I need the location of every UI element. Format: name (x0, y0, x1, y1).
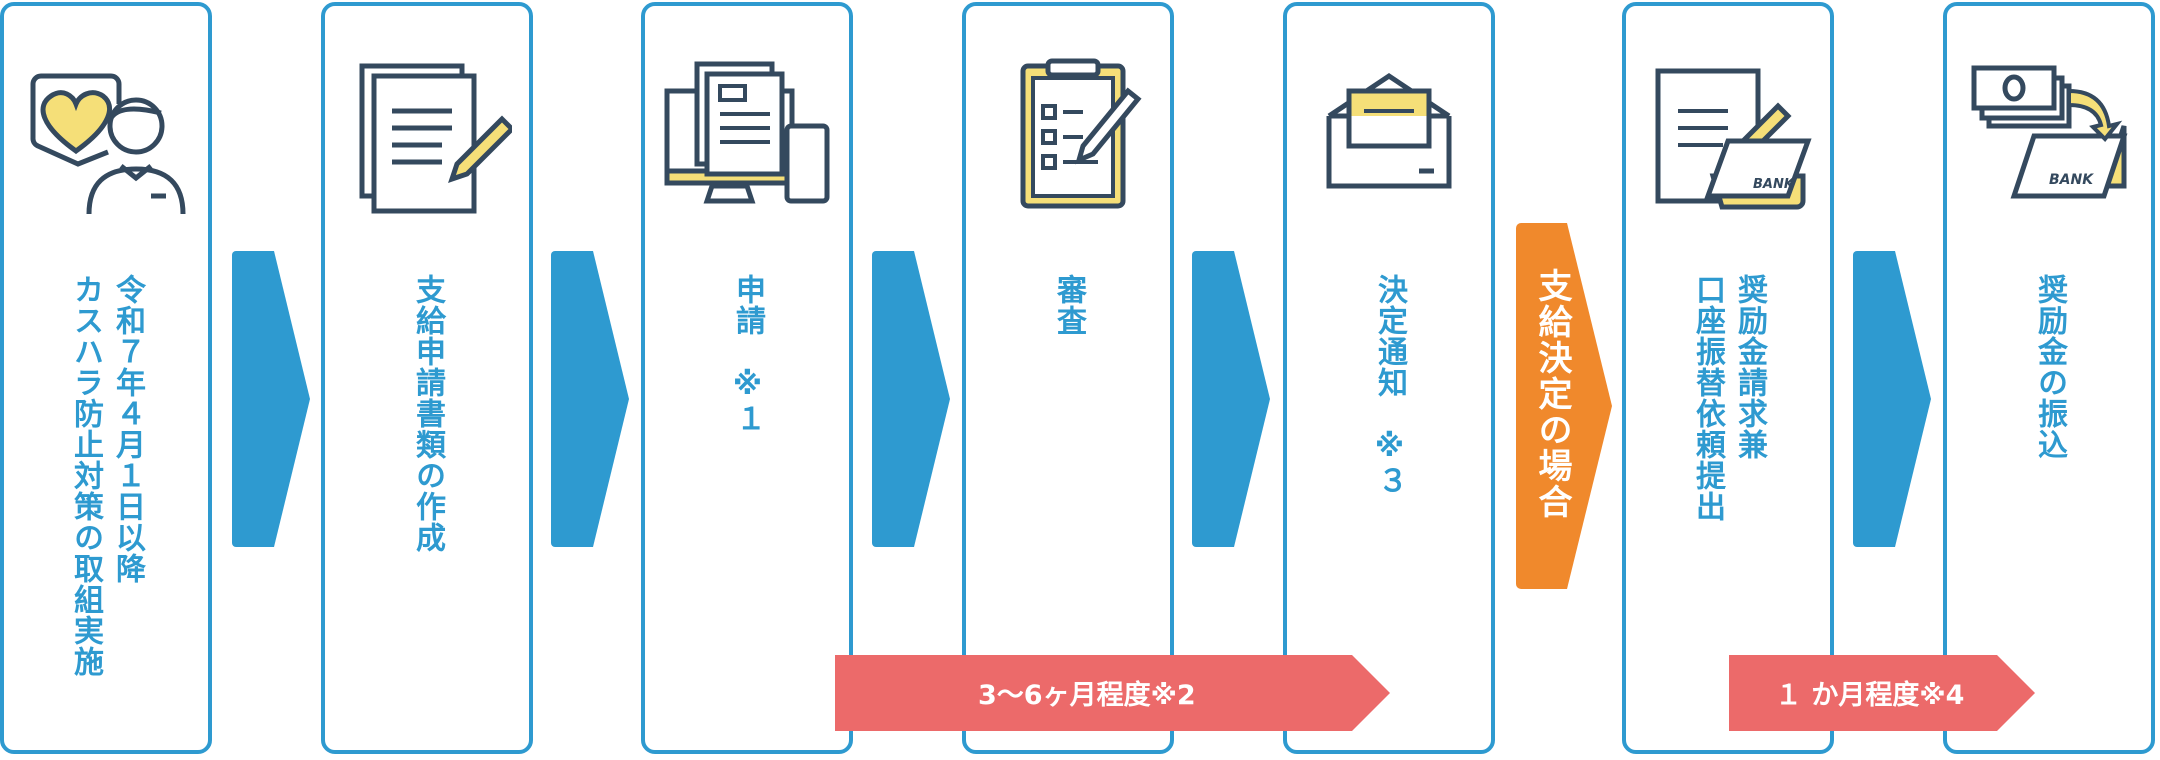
step-2-label: 支給申請書類の作成 (406, 274, 448, 553)
document-pen-icon (359, 63, 512, 214)
heart-person-icon (30, 73, 186, 215)
flow-arrow (1853, 251, 1931, 547)
step-1-line-1: 令和７年４月１日以降 (110, 274, 145, 584)
money-to-bank-icon: BANK (1971, 65, 2128, 199)
step-5-box: 決定通知 ※３ (1283, 2, 1495, 754)
flow-arrow (1192, 251, 1270, 547)
duration-label-1: 3〜6ヶ月程度※2 (978, 680, 1196, 711)
step-7-box: BANK 奨励金の振込 (1943, 2, 2155, 754)
step-1-label: 令和７年４月１日以降 カスハラ防止対策の取組実施 (64, 274, 148, 677)
step-6-box: BANK 奨励金請求兼 口座振替依頼提出 (1622, 2, 1834, 754)
step-4-box: 審査 (962, 2, 1174, 754)
step-2-box: 支給申請書類の作成 (321, 2, 533, 754)
form-bankbook-icon: BANK (1655, 68, 1812, 210)
envelope-letter-icon (1326, 72, 1452, 189)
step-5-line-1: 決定通知 ※３ (1372, 274, 1407, 496)
step-4-label: 審査 (1047, 274, 1089, 336)
flow-arrow (232, 251, 310, 547)
flow-arrow (872, 251, 950, 547)
step-6-label: 奨励金請求兼 口座振替依頼提出 (1686, 274, 1770, 522)
checklist-clipboard-icon (1020, 58, 1142, 209)
step-6-line-2: 口座振替依頼提出 (1690, 274, 1725, 522)
step-2-line-1: 支給申請書類の作成 (410, 274, 445, 553)
step-5-label: 決定通知 ※３ (1368, 274, 1410, 496)
duration-bar-2 (1729, 655, 2035, 731)
step-1-line-2: カスハラ防止対策の取組実施 (68, 274, 103, 677)
flow-arrow (551, 251, 629, 547)
bank-label: BANK (2049, 172, 2094, 188)
bank-label: BANK (1753, 177, 1795, 192)
step-7-line-1: 奨励金の振込 (2032, 274, 2067, 460)
step-6-line-1: 奨励金請求兼 (1732, 274, 1767, 460)
duration-bar-1 (835, 655, 1390, 731)
computer-devices-icon (664, 61, 830, 204)
step-7-label: 奨励金の振込 (2028, 274, 2070, 460)
step-1-box: 令和７年４月１日以降 カスハラ防止対策の取組実施 (0, 2, 212, 754)
step-4-line-1: 審査 (1051, 274, 1086, 336)
decision-arrow (1516, 223, 1612, 589)
step-3-box: 申請 ※１ (641, 2, 853, 754)
decision-label: 支給決定の場合 (1532, 268, 1572, 520)
step-3-label: 申請 ※１ (726, 274, 768, 434)
step-3-line-1: 申請 ※１ (730, 274, 765, 434)
duration-label-2: １ か月程度※4 (1775, 680, 1965, 711)
